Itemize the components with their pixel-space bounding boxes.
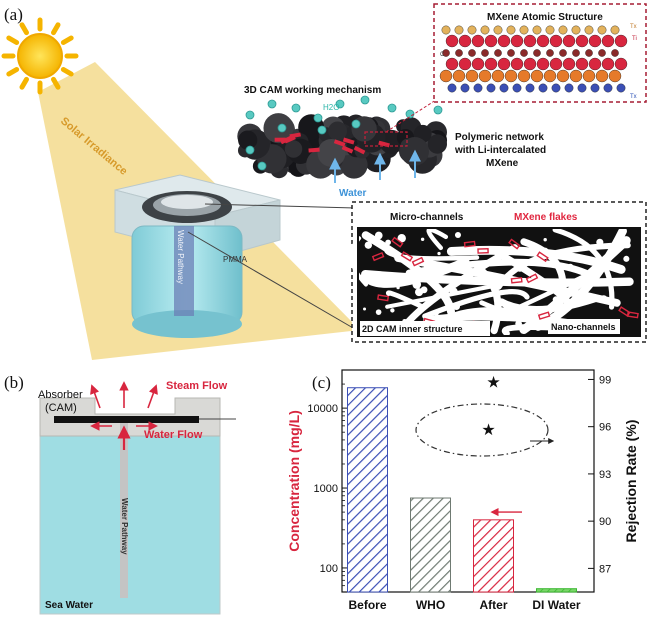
panel-b: (b) Water Pathway Absorber (CAM) Steam F… — [4, 373, 236, 615]
x-tick-label: Before — [348, 598, 386, 612]
rejection-point: ★ — [486, 375, 500, 392]
panel-b-letter: (b) — [4, 373, 24, 392]
polymer-label-line1: Polymeric network — [455, 132, 544, 143]
absorber-label-line1: Absorber — [38, 389, 83, 401]
device-water-pathway-label: Water Pathway — [176, 230, 185, 284]
mechanism-title: 3D CAM working mechanism — [244, 85, 381, 96]
y2-tick-label: 99 — [599, 374, 611, 386]
x-tick-label: DI Water — [532, 598, 581, 612]
leader-line-inner — [187, 231, 361, 333]
steam-flow-label: Steam Flow — [166, 380, 228, 392]
leader-line-top — [204, 203, 356, 209]
panel-a: (a) Solar Irradiance Water Pathway PMMA — [1, 3, 647, 360]
x-tick-label: WHO — [416, 598, 445, 612]
water-label: Water — [339, 188, 367, 199]
atom-label-tx-top: Tx — [630, 24, 637, 30]
water-upflow-arrows — [329, 149, 421, 183]
polymer-label-line3: MXene — [486, 158, 519, 169]
steam-flow-arrows — [90, 381, 158, 409]
polymer-label-line2: with Li-intercalated — [454, 145, 546, 156]
atom-label-c: C — [440, 52, 445, 58]
water-flow-label: Water Flow — [144, 429, 203, 441]
panel-a-letter: (a) — [4, 5, 23, 24]
y-axis-label: Concentration (mg/L) — [286, 410, 302, 552]
sun-icon — [1, 17, 79, 95]
water-vapor-molecules — [245, 95, 443, 171]
micro-channel-network — [349, 226, 641, 337]
inner-structure-label: 2D CAM inner structure — [362, 324, 463, 334]
mxene-atom-lattice — [439, 25, 628, 93]
atom-label-ti: Ti — [632, 36, 637, 42]
y-tick-label: 1000 — [314, 483, 338, 495]
bar-before — [347, 387, 388, 593]
bar-after — [473, 519, 514, 593]
sea-water-label: Sea Water — [45, 600, 93, 611]
y-tick-label: 10000 — [307, 403, 338, 415]
y2-tick-label: 87 — [599, 563, 611, 575]
water-pathway-label: Water Pathway — [120, 498, 129, 555]
micro-channels-label: Micro-channels — [390, 212, 464, 223]
bar-who — [410, 497, 451, 593]
atomic-structure-title: MXene Atomic Structure — [487, 12, 603, 23]
rejection-ellipse — [415, 403, 549, 457]
y2-tick-label: 93 — [599, 469, 611, 481]
y-tick-label: 100 — [320, 563, 338, 575]
y2-tick-label: 96 — [599, 422, 611, 434]
x-tick-label: After — [479, 598, 507, 612]
sea-water-tank — [39, 435, 221, 615]
h2o-label: H2O — [323, 103, 339, 112]
cam-polymer-network — [237, 113, 448, 179]
nano-channels-label: Nano-channels — [551, 322, 616, 332]
y2-tick-label: 90 — [599, 516, 611, 528]
panel-c-letter: (c) — [312, 373, 331, 392]
absorber-label-line2: (CAM) — [45, 402, 77, 414]
mxene-flakes-label: MXene flakes — [514, 212, 578, 223]
water-pathway-rod — [120, 423, 128, 598]
rejection-point: ★ — [481, 422, 495, 439]
water-flow-arrows — [90, 421, 158, 450]
y2-axis-label: Rejection Rate (%) — [623, 420, 639, 543]
absorber-layer — [54, 416, 199, 423]
atom-label-tx-bottom: Tx — [630, 94, 637, 100]
bar-di-water — [536, 588, 577, 593]
